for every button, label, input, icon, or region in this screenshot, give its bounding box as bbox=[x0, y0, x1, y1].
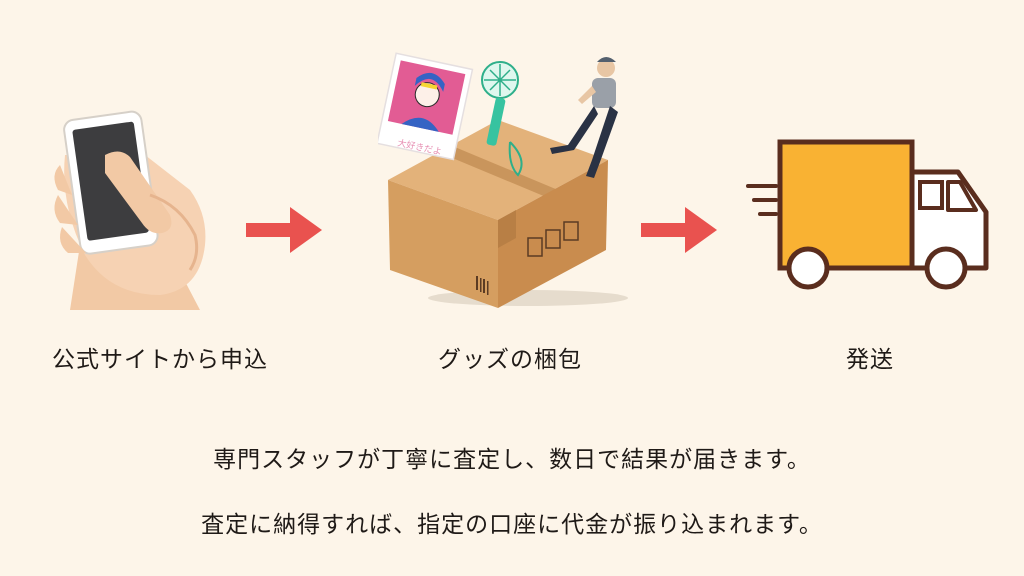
step-label-apply: 公式サイトから申込 bbox=[52, 347, 268, 373]
polaroid-photo bbox=[378, 52, 474, 161]
smartphone-hand-icon bbox=[54, 110, 206, 310]
delivery-truck-icon bbox=[746, 139, 989, 290]
arrow-right-icon bbox=[246, 207, 322, 253]
light-stick bbox=[481, 61, 523, 177]
step-label-shipping: 発送 bbox=[846, 347, 894, 373]
cardboard-box-icon: 大好きだよ bbox=[378, 52, 628, 308]
description-line-1: 専門スタッフが丁寧に査定し、数日で結果が届きます。 bbox=[213, 447, 811, 473]
arrow-right-icon bbox=[641, 207, 717, 253]
person-figure bbox=[550, 57, 618, 178]
description-line-2: 査定に納得すれば、指定の口座に代金が振り込まれます。 bbox=[201, 512, 823, 538]
step-label-packing: グッズの梱包 bbox=[438, 347, 582, 373]
